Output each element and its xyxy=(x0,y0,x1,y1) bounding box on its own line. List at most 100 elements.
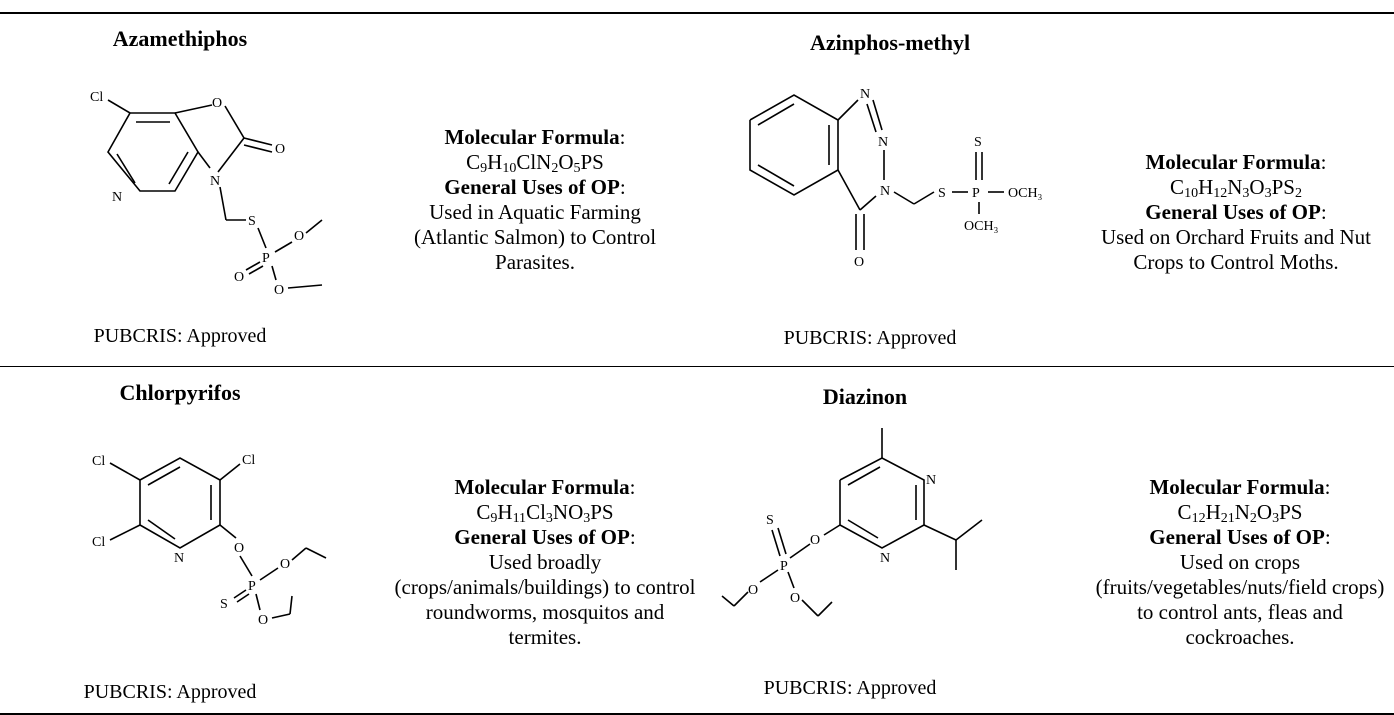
uses-text: Used on Orchard Fruits and Nut Crops to … xyxy=(1100,225,1372,274)
compound-name-chlorpyrifos: Chlorpyrifos xyxy=(119,380,241,405)
atom-o: O xyxy=(854,255,864,270)
atom-n: N xyxy=(112,190,122,205)
bond-double xyxy=(847,519,879,539)
bond-single xyxy=(305,547,327,559)
bond-double xyxy=(248,265,264,275)
molecular-formula: C12H21N2O3PS xyxy=(1177,500,1303,526)
formula-subscript: 2 xyxy=(551,161,559,176)
uses-text: Used on crops (fruits/vegetables/nuts/fi… xyxy=(1095,550,1385,649)
bond-ring xyxy=(107,112,199,192)
bond-single xyxy=(224,105,245,139)
formula-subscript: 2 xyxy=(1294,186,1302,201)
bond-single xyxy=(291,547,307,561)
bond-single xyxy=(217,137,245,173)
bond-double xyxy=(147,466,181,486)
formula-subscript: 12 xyxy=(1191,511,1206,526)
bond-ring xyxy=(749,94,839,196)
atom-p: P xyxy=(972,186,980,201)
uses-label: General Uses of OP xyxy=(454,525,630,549)
formula-subscript: 11 xyxy=(512,511,527,526)
formula-subscript: 2 xyxy=(1249,511,1257,526)
bond-single xyxy=(107,99,131,114)
bond-double xyxy=(168,151,189,185)
formula-subscript: 3 xyxy=(1272,511,1280,526)
bond-double xyxy=(757,164,795,187)
diazinon-structure: N N O P S O O xyxy=(721,428,983,617)
bond-double xyxy=(771,529,781,557)
atom-o2: O xyxy=(748,583,758,598)
atom-p: P xyxy=(248,579,256,594)
bond-single xyxy=(257,227,267,249)
bond-single xyxy=(817,601,833,617)
bond-single xyxy=(859,195,877,211)
atom-cl2: Cl xyxy=(242,453,255,468)
atom-n1: N xyxy=(860,87,870,102)
bottom-rule xyxy=(0,713,1394,715)
bond-single xyxy=(872,99,883,131)
status-azinphos-methyl: PUBCRIS: Approved xyxy=(783,327,957,349)
formula-subscript: 10 xyxy=(502,161,517,176)
bond-ring xyxy=(839,457,925,549)
info-azinphos-methyl: Molecular Formula: C10H12N3O3PS2 General… xyxy=(1086,150,1386,275)
bond-double xyxy=(233,589,247,599)
formula-subscript: 5 xyxy=(573,161,581,176)
atom-s: S xyxy=(248,214,256,229)
atom-och3b: OCH₃ xyxy=(964,219,999,234)
uses-label: General Uses of OP xyxy=(1145,200,1321,224)
bond-double xyxy=(243,144,273,153)
formula-label: Molecular Formula xyxy=(1149,475,1325,499)
formula-subscript: 3 xyxy=(583,511,591,526)
bond-single xyxy=(197,151,211,169)
formula-subscript: 3 xyxy=(545,511,553,526)
atom-o3: O xyxy=(294,229,304,244)
bond-single xyxy=(174,104,213,114)
bond-single xyxy=(837,99,859,121)
atom-o: O xyxy=(212,96,222,111)
atom-s2: S xyxy=(974,135,982,150)
bond-single xyxy=(219,186,227,221)
molecular-formula: C10H12N3O3PS2 xyxy=(1170,175,1302,201)
formula-subscript: 12 xyxy=(1213,186,1228,201)
atom-s: S xyxy=(938,186,946,201)
bond-single xyxy=(721,595,735,607)
bond-single xyxy=(913,191,935,205)
bond-single xyxy=(287,284,323,289)
bond-double xyxy=(236,593,250,603)
bond-single xyxy=(801,599,819,617)
molecular-formula: C9H11Cl3NO3PS xyxy=(476,500,614,526)
uses-label: General Uses of OP xyxy=(444,175,620,199)
atom-n2: N xyxy=(210,174,220,189)
bond-ring xyxy=(139,457,221,549)
atom-o2: O xyxy=(280,557,290,572)
bond-single xyxy=(955,519,983,541)
uses-text: Used in Aquatic Farming (Atlantic Salmon… xyxy=(413,200,657,274)
bond-single xyxy=(271,613,291,619)
formula-label: Molecular Formula xyxy=(454,475,630,499)
bond-single xyxy=(271,265,277,281)
formula-subscript: 9 xyxy=(480,161,488,176)
atom-o5: O xyxy=(274,283,284,298)
atom-cl1: Cl xyxy=(92,454,105,469)
atom-p: P xyxy=(262,251,270,266)
atom-cl3: Cl xyxy=(92,535,105,550)
formula-subscript: 9 xyxy=(490,511,498,526)
azinphos-methyl-structure: N N N O S P S OCH₃ OCH₃ xyxy=(749,87,1043,270)
bond-double xyxy=(847,466,881,486)
bond-single xyxy=(305,219,323,234)
bond-single xyxy=(274,241,293,253)
top-rule xyxy=(0,12,1394,14)
formula-subscript: 3 xyxy=(1264,186,1272,201)
info-azamethiphos: Molecular Formula: C9H10ClN2O5PS General… xyxy=(390,125,680,275)
status-chlorpyrifos: PUBCRIS: Approved xyxy=(83,681,257,703)
molecular-formula: C9H10ClN2O5PS xyxy=(466,150,604,176)
atom-o: O xyxy=(234,541,244,556)
bond-double xyxy=(866,103,877,133)
bond-single xyxy=(733,591,749,607)
compound-name-azamethiphos: Azamethiphos xyxy=(112,26,248,51)
bond-double xyxy=(116,153,136,184)
formula-label: Molecular Formula xyxy=(444,125,620,149)
compound-name-azinphos-methyl: Azinphos-methyl xyxy=(809,30,971,55)
atom-cl: Cl xyxy=(90,90,103,105)
uses-text: Used broadly (crops/animals/buildings) t… xyxy=(394,550,696,649)
uses-label: General Uses of OP xyxy=(1149,525,1325,549)
